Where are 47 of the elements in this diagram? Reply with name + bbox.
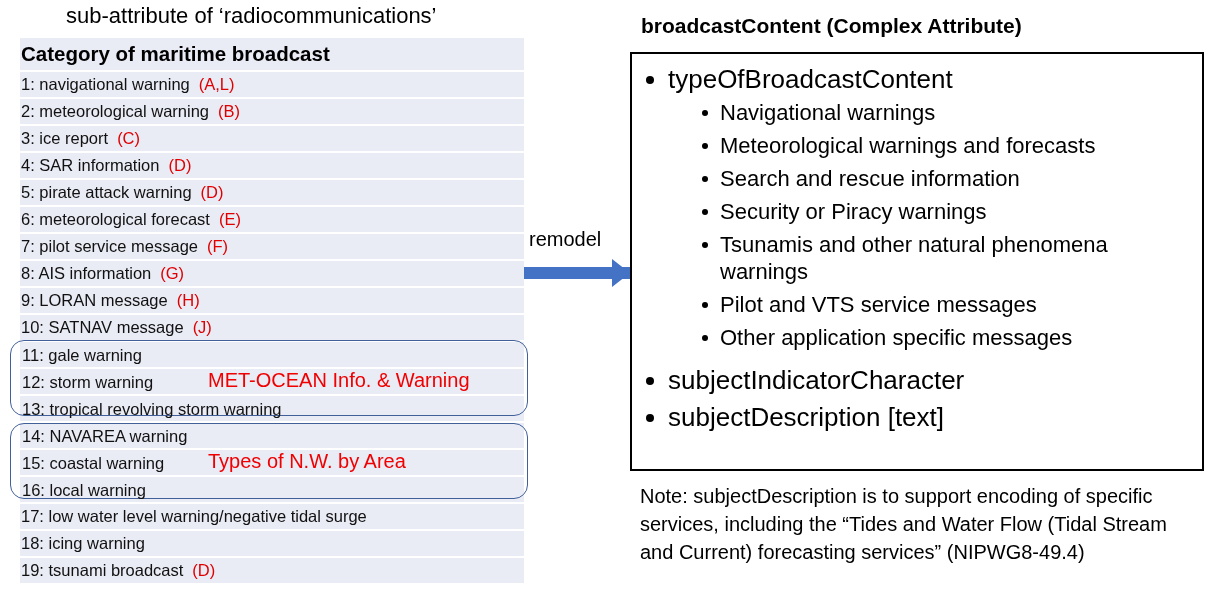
category-code: (B) (218, 102, 241, 121)
row-text: 12: storm warning (22, 373, 154, 392)
category-code: (D) (192, 561, 216, 580)
block-arrow (524, 259, 630, 287)
group-label: Types of N.W. by Area (208, 450, 406, 473)
row-text: 18: icing warning (21, 534, 145, 553)
table-background (20, 38, 524, 583)
list-item: Tsunamis and other natural phenomena warnings (720, 232, 1108, 284)
note-text: Note: subjectDescription is to support encoding of specific services, including the “Tides and Water Flow (Tidal Stream and Current) forecasting services” (NIPWG8-49.4) (640, 484, 1168, 565)
category-code: (J) (192, 318, 212, 337)
category-code: (G) (160, 264, 185, 283)
category-code: (D) (168, 156, 192, 175)
row-text: 1: navigational warning (21, 75, 190, 94)
category-code: (H) (176, 291, 200, 310)
list-item: subjectIndicatorCharacter (668, 365, 965, 395)
category-code: (A,L) (198, 75, 235, 94)
row-text: 3: ice report (21, 129, 109, 148)
list-item: Security or Piracy warnings (720, 199, 987, 224)
row-text: 4: SAR information (21, 156, 160, 175)
list-item: Navigational warnings (720, 100, 936, 125)
row-text: 15: coastal warning (22, 454, 165, 473)
row-text: 19: tsunami broadcast (21, 561, 184, 580)
list-item: Meteorological warnings and forecasts (720, 133, 1096, 158)
category-code: (D) (200, 183, 224, 202)
list-item: typeOfBroadcastContent (668, 64, 953, 94)
list-item: subjectDescription [text] (668, 402, 944, 432)
subtitle: sub-attribute of ‘radiocommunications’ (66, 2, 438, 30)
list-item: Other application specific messages (720, 325, 1073, 350)
row-text: 16: local warning (22, 481, 146, 500)
row-text: 7: pilot service message (21, 237, 198, 256)
row-text: 17: low water level warning/negative tidal surge (21, 507, 367, 526)
row-text: 10: SATNAV message (21, 318, 184, 337)
category-code: (E) (218, 210, 241, 229)
list-item: Pilot and VTS service messages (720, 292, 1037, 317)
list-item: Search and rescue information (720, 166, 1020, 191)
category-code: (C) (117, 129, 141, 148)
row-text: 11: gale warning (22, 346, 142, 365)
row-text: 2: meteorological warning (21, 102, 210, 121)
row-text: 6: meteorological forecast (21, 210, 210, 229)
row-text: 5: pirate attack warning (21, 183, 192, 202)
group-label: MET-OCEAN Info. & Warning (208, 369, 470, 392)
row-text: 13: tropical revolving storm warning (22, 400, 282, 419)
row-text: 8: AIS information (21, 264, 152, 283)
attribute-heading: broadcastContent (Complex Attribute) (641, 14, 1022, 38)
category-code: (F) (207, 237, 229, 256)
row-text: 9: LORAN message (21, 291, 168, 310)
row-text: 14: NAVAREA warning (22, 427, 188, 446)
